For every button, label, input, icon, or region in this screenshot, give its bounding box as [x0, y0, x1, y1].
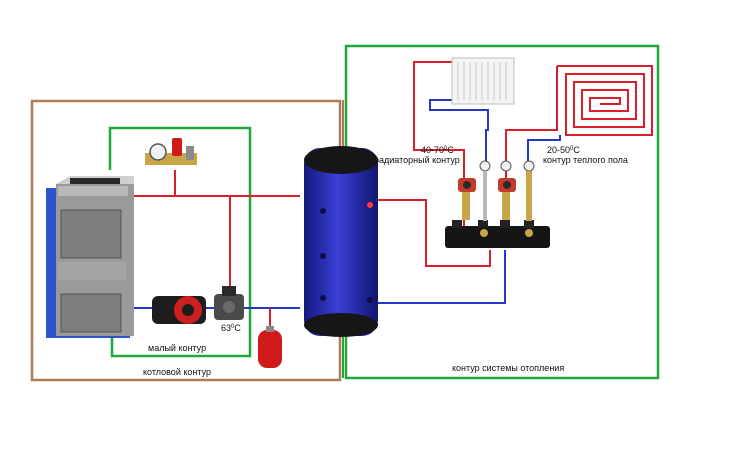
floor-pump-group	[498, 160, 535, 221]
radiator-pump-group	[458, 160, 491, 221]
valve-temp-label: 630C	[221, 323, 241, 333]
three-way-valve-icon	[214, 286, 244, 320]
manifold-icon	[445, 220, 550, 248]
small-circuit-label: малый контур	[148, 343, 207, 353]
underfloor-heating-icon	[557, 65, 653, 136]
radiator-icon	[451, 57, 515, 105]
radiator-supply-pipe	[413, 61, 465, 232]
small-circuit-outline	[108, 126, 252, 358]
buffer-tank-icon	[304, 146, 378, 337]
circulation-pump-icon	[152, 296, 206, 324]
radiator-circuit-label: радиаторный контур	[374, 155, 460, 165]
heating-circuit-label: контур системы отопления	[452, 363, 565, 373]
heating-return-pipe	[377, 250, 506, 304]
radiator-return-pipe	[429, 99, 489, 232]
heating-supply-pipe	[377, 199, 491, 267]
safety-group-icon	[145, 138, 197, 165]
radiator-temp-label: 40-700C	[421, 145, 454, 155]
expansion-tank-icon	[258, 326, 282, 368]
solid-fuel-boiler-icon	[46, 176, 134, 338]
floor-temp-label: 20-500C	[547, 145, 580, 155]
boiler-circuit-label: котловой контур	[143, 367, 211, 377]
floor-circuit-label: контур теплого пола	[543, 155, 628, 165]
